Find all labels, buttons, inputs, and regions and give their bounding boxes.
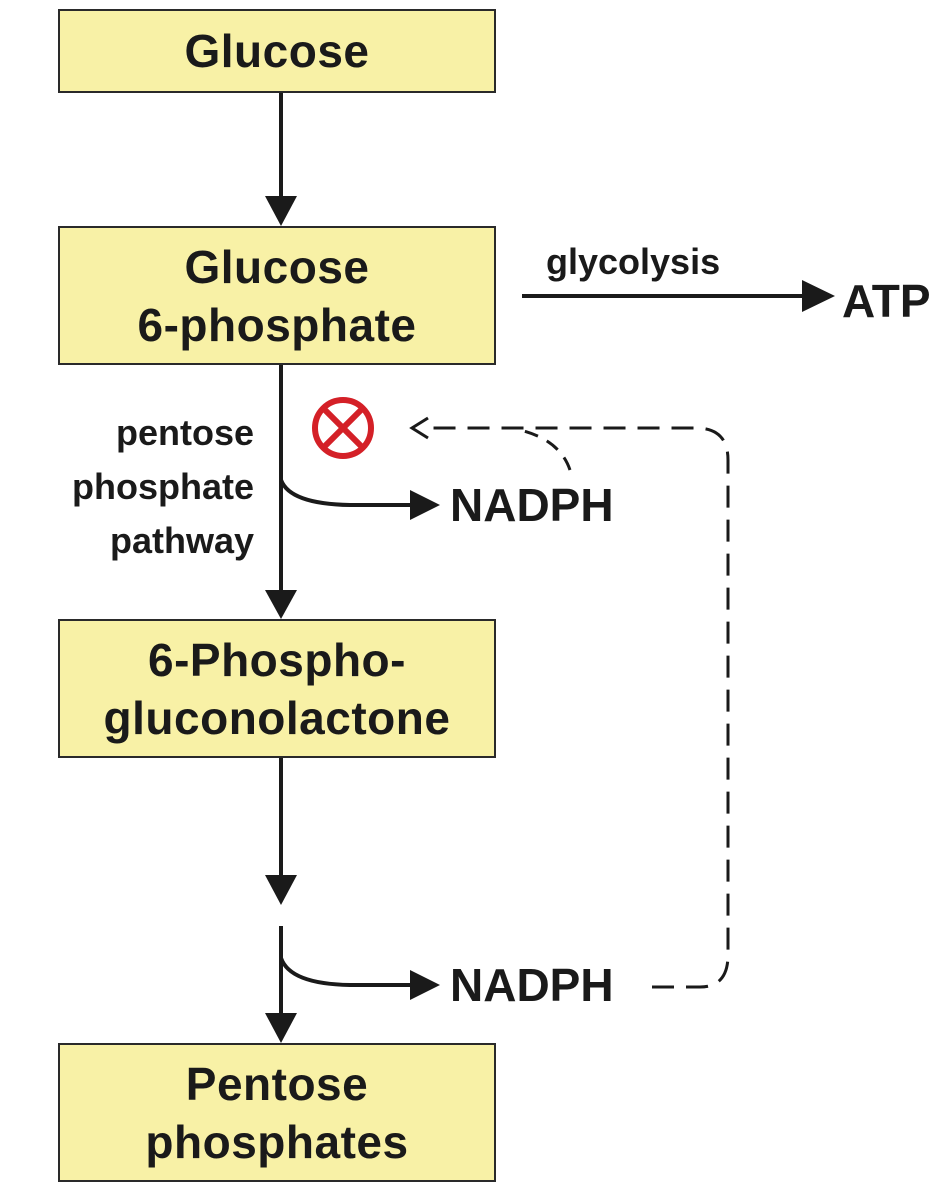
atp-label: ATP bbox=[842, 275, 931, 327]
ppp-label-line-3: pathway bbox=[109, 520, 254, 561]
glycolysis-label: glycolysis bbox=[546, 241, 721, 282]
feedback-arrowhead bbox=[409, 416, 429, 440]
glucose-box-label: Glucose bbox=[184, 25, 370, 77]
feedback-dashed-curve bbox=[519, 428, 572, 471]
glucose-box: Glucose bbox=[58, 9, 496, 93]
6pgl-label-line-1: 6-Phospho- bbox=[148, 633, 406, 686]
arrowhead-pentose bbox=[265, 1013, 297, 1043]
ppp-label-line-2: phosphate bbox=[71, 466, 254, 507]
phosphogluconolactone-box: 6-Phospho- gluconolactone bbox=[58, 619, 496, 758]
g6p-label-line-2: 6-phosphate bbox=[137, 298, 417, 351]
circled-x-inhibition-icon bbox=[312, 397, 374, 459]
g6p-label-line-1: Glucose bbox=[184, 240, 370, 293]
pentose-phosphates-box: Pentose phosphates bbox=[58, 1043, 496, 1182]
glucose-6-phosphate-box: Glucose 6-phosphate bbox=[58, 226, 496, 365]
arrow-branch-nadph-1 bbox=[279, 479, 412, 507]
nadph-label-second: NADPH bbox=[450, 959, 614, 1011]
arrowhead-6pgl bbox=[265, 590, 297, 619]
arrowhead-nadph-2 bbox=[410, 970, 440, 1000]
pentose-label-line-1: Pentose bbox=[185, 1057, 369, 1110]
pentose-phosphate-pathway-label: pentose phosphate pathway bbox=[72, 406, 254, 568]
arrow-branch-nadph-2 bbox=[279, 957, 412, 987]
arrowhead-nadph-1 bbox=[410, 490, 440, 520]
pentose-label-line-2: phosphates bbox=[145, 1115, 409, 1168]
ppp-label-line-1: pentose bbox=[115, 412, 254, 453]
arrowhead-g6p bbox=[265, 196, 297, 226]
nadph-label-first: NADPH bbox=[450, 479, 614, 531]
arrowhead-atp bbox=[802, 280, 835, 312]
feedback-dashed-line bbox=[430, 426, 730, 989]
arrowhead-6pgl-down bbox=[265, 875, 297, 905]
6pgl-label-line-2: gluconolactone bbox=[103, 691, 451, 744]
